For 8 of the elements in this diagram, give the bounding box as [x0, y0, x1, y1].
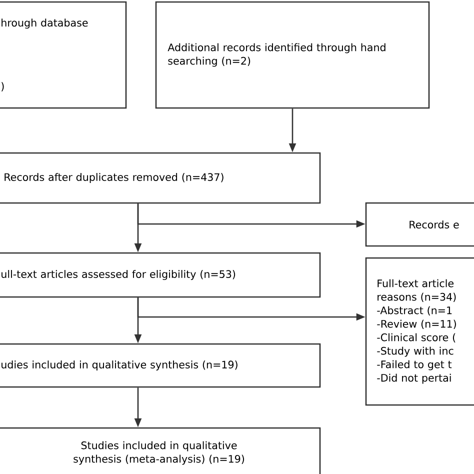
- process-box: ull-text articles assessed for eligibility (n=53): [0, 252, 321, 298]
- process-box: Full-text article reasons (n=34) -Abstract (n=1 -Review (n=11) -Clinical score ( -Study with inc -Failed to get t -Did not pertai: [365, 257, 474, 406]
- process-box: Records after duplicates removed (n=437): [0, 152, 321, 204]
- process-box: Additional records identified through hand searching (n=2): [155, 1, 430, 109]
- process-box: Studies included in qualitative synthesis (meta-analysis) (n=19): [0, 427, 321, 474]
- process-box: hrough database ): [0, 1, 127, 109]
- process-box: Records e: [365, 202, 474, 247]
- process-box: udies included in qualitative synthesis (n=19): [0, 343, 321, 388]
